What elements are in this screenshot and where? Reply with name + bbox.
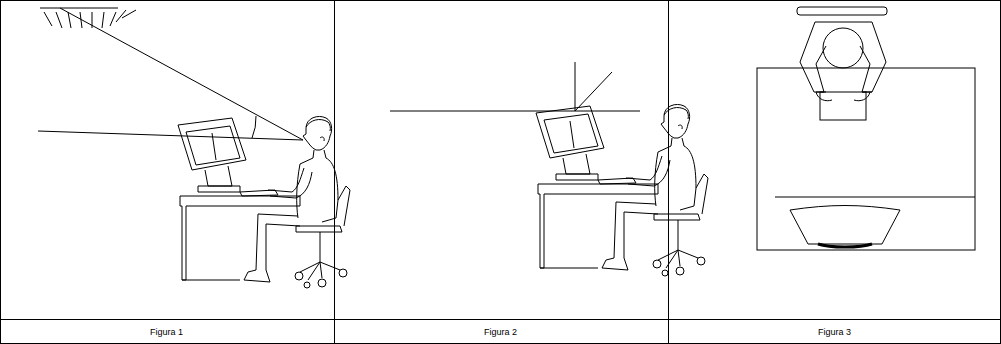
figure-caption: Figura 1 (148, 327, 185, 337)
figure-caption: Figura 2 (482, 327, 519, 337)
figure-caption: Figura 3 (816, 327, 853, 337)
